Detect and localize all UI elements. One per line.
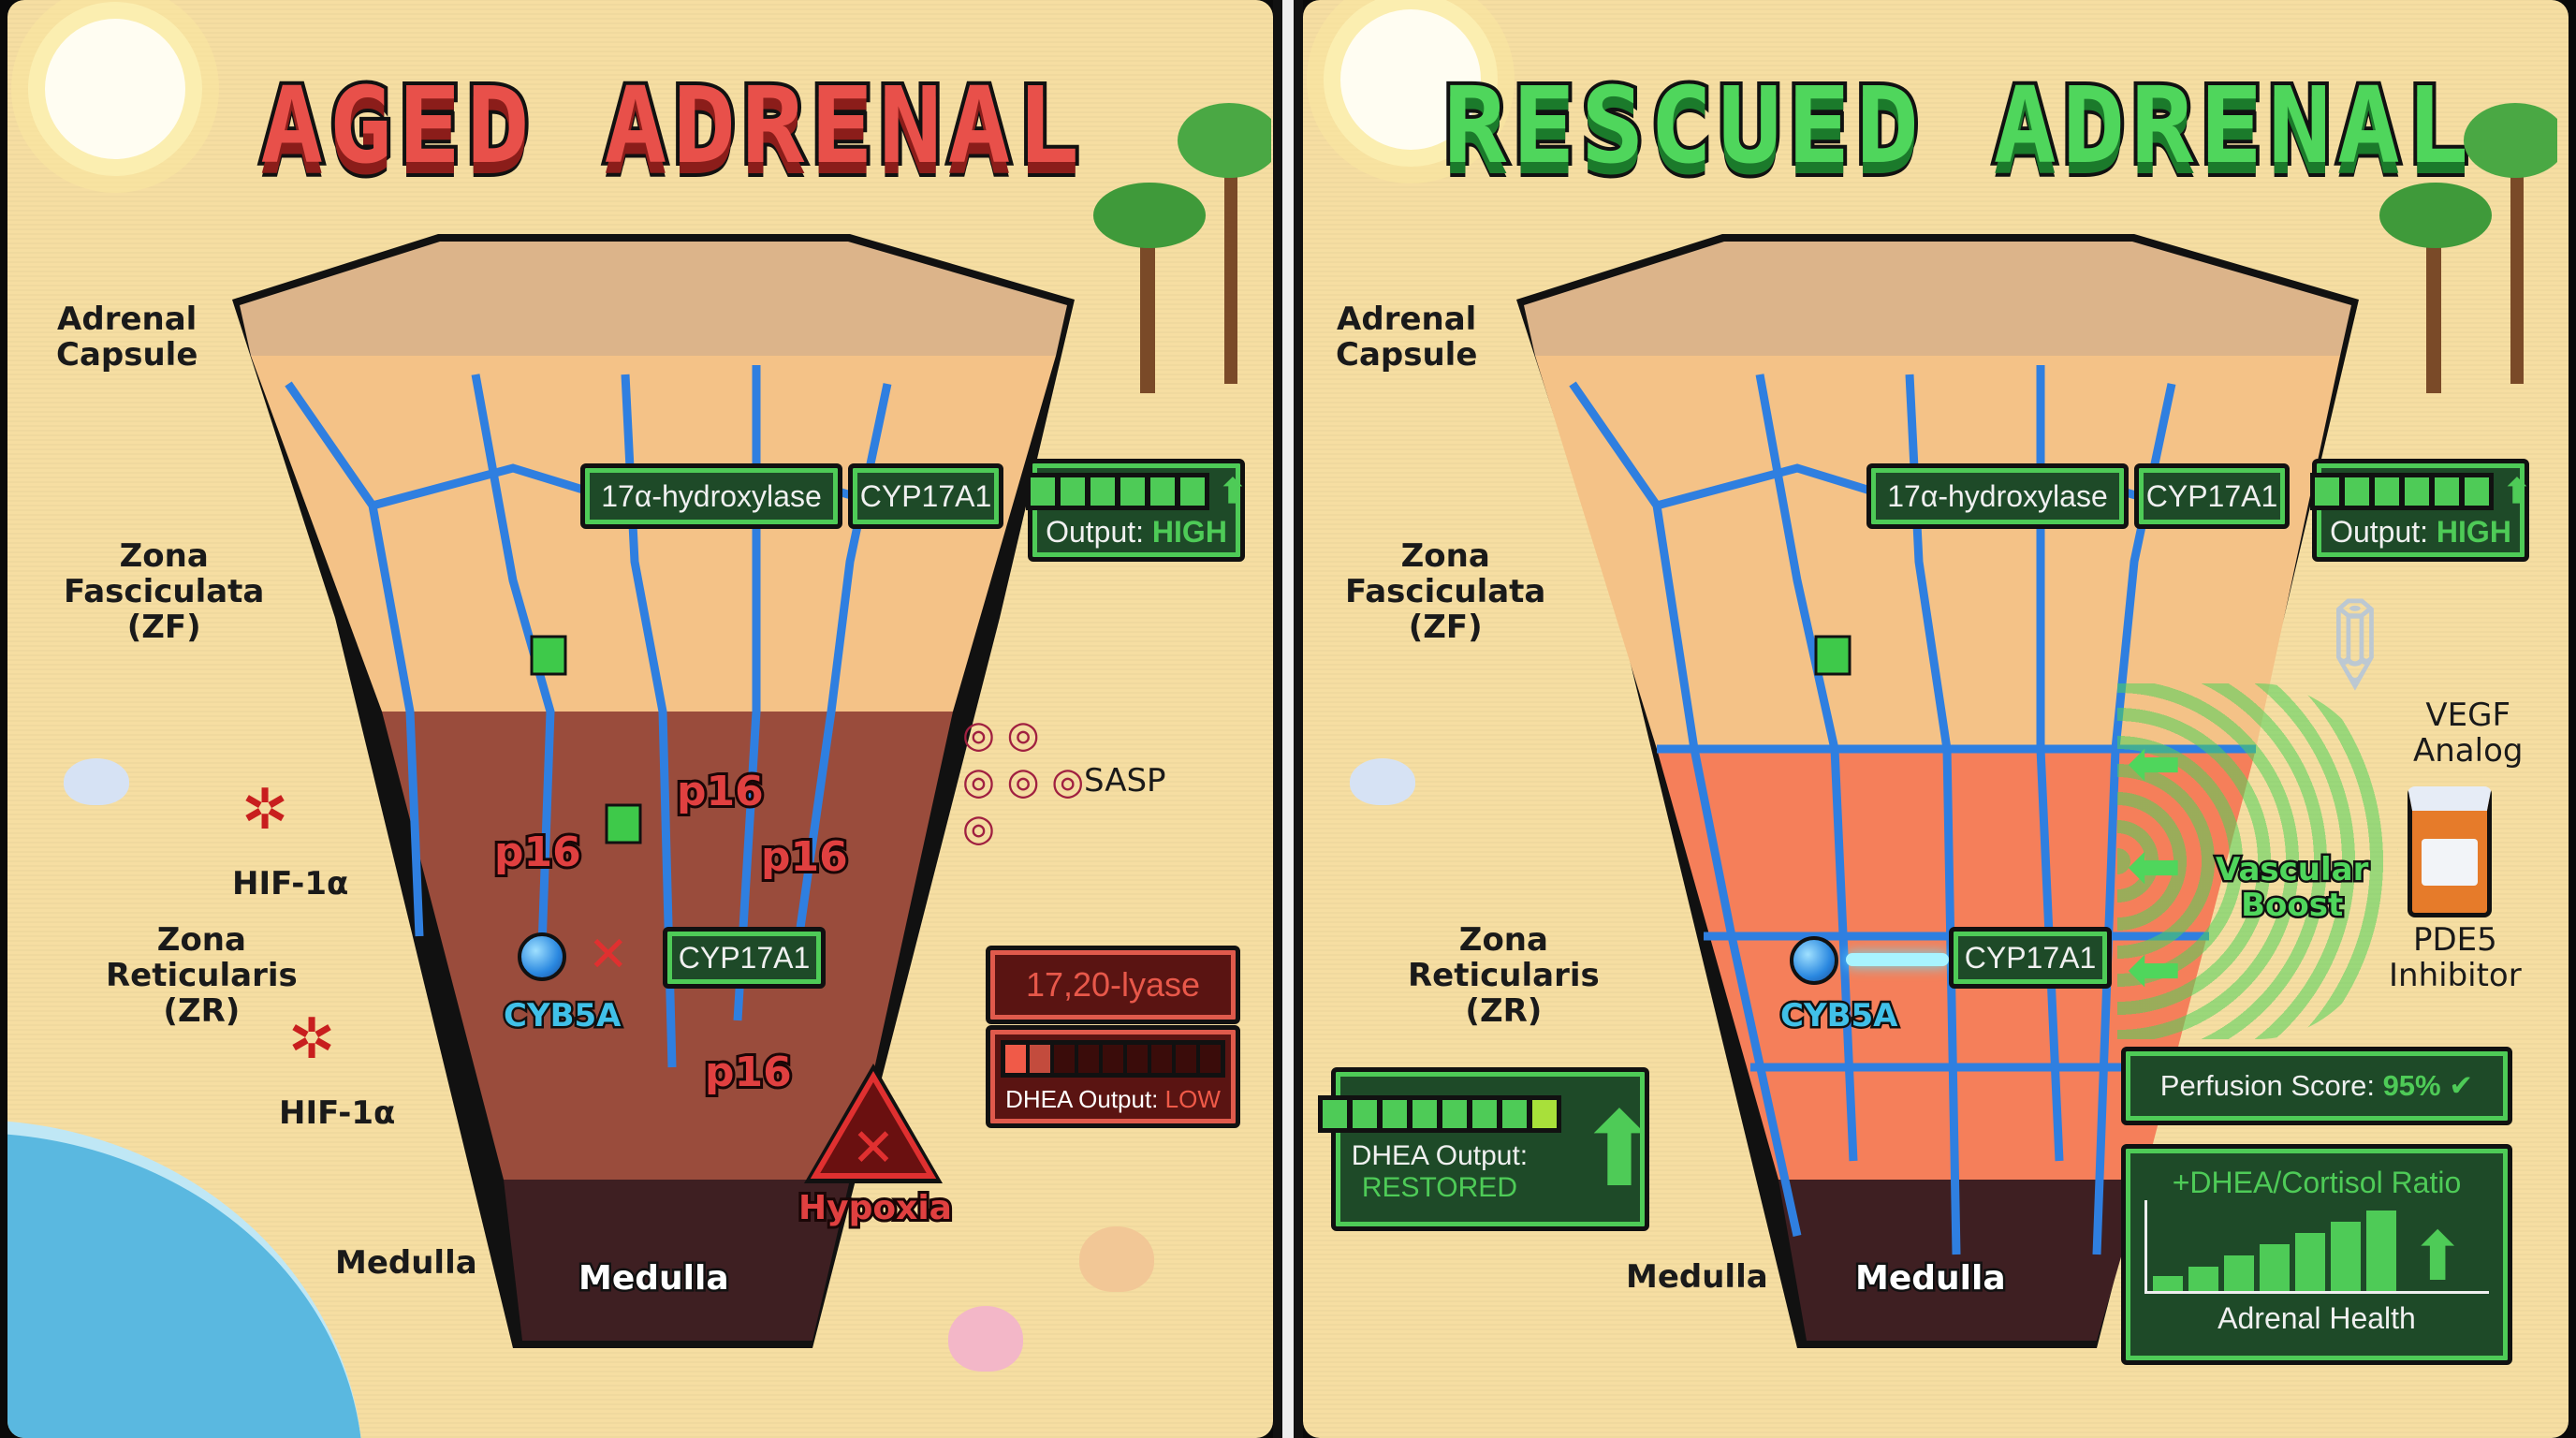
panel-divider — [1273, 0, 1303, 1438]
label-zona-reticularis: Zona Reticularis (ZR) — [106, 921, 298, 1030]
arrow-up-icon: ⬆ — [2502, 471, 2532, 510]
medulla-inner-label: Medulla — [577, 1257, 732, 1300]
aged-adrenal-panel: AGED ADRENAL Adrenal Capsule Zona Fascic… — [7, 0, 1273, 1438]
ratio-bars: ⬆ — [2144, 1200, 2489, 1294]
arrow-up-icon: ⬆ — [2409, 1220, 2466, 1295]
sun-icon — [1340, 9, 1481, 150]
zr-cyp17a1-box: CYP17A1 — [663, 927, 826, 989]
hif1a-molecule-icon: ✲ — [288, 1006, 336, 1072]
dhea-cortisol-chart: +DHEA/Cortisol Ratio ⬆ Adrenal Health — [2121, 1144, 2512, 1365]
output-high-meter: ⬆ Output: HIGH — [2309, 459, 2532, 562]
seashell-icon — [948, 1306, 1023, 1372]
palm-tree-icon — [1093, 103, 1271, 393]
cyb5a-label: CYB5A — [501, 995, 622, 1037]
lyase-box: 17,20-lyase — [986, 946, 1240, 1024]
cyb5a-protein-icon — [1790, 936, 1838, 985]
palm-tree-icon — [2379, 103, 2557, 393]
dhea-bars — [1001, 1039, 1225, 1078]
sasp-cytokines-icon: ◎ ◎◎ ◎ ◎◎ — [962, 713, 1085, 850]
checkmark-icon: ✔ — [2449, 1069, 2474, 1102]
hif1a-label-1: HIF-1α — [232, 865, 349, 902]
vascular-boost-waves — [2117, 683, 2398, 1039]
p16-marker: p16 — [674, 765, 767, 818]
dhea-restored-meter: DHEA Output:RESTORED ⬆ — [1317, 1067, 1662, 1231]
seashell-icon — [64, 758, 129, 805]
output-bars — [2309, 472, 2494, 510]
blocked-x-icon: ✕ — [588, 927, 629, 983]
inward-arrows-icon: ⬅⬅⬅ — [2127, 725, 2182, 1007]
sasp-label: SASP — [1084, 762, 1166, 800]
seashell-icon — [1079, 1226, 1154, 1292]
sun-icon — [45, 19, 185, 159]
panel-title: AGED ADRENAL — [256, 62, 1086, 191]
dhea-low-meter: DHEA Output: LOW — [986, 1025, 1240, 1128]
pde5-inhibitor-label: PDE5 Inhibitor — [2389, 921, 2522, 994]
arrow-up-icon: ⬆ — [1575, 1092, 1663, 1208]
enzyme-cyp17a1: CYP17A1 — [848, 463, 1003, 529]
enzyme-17a-hydroxylase: 17α-hydroxylase — [580, 463, 842, 529]
arrow-up-icon: ⬆ — [1218, 471, 1248, 510]
enzyme-cyp17a1: CYP17A1 — [2134, 463, 2290, 529]
perfusion-score-box: Perfusion Score: 95% ✔ — [2121, 1047, 2512, 1125]
vascular-boost-label: Vascular Boost — [2213, 850, 2370, 926]
hypoxia-label: Hypoxia — [796, 1186, 955, 1230]
medulla-inner-label: Medulla — [1853, 1257, 2009, 1300]
p16-marker: p16 — [758, 830, 851, 884]
label-zona-reticularis: Zona Reticularis (ZR) — [1408, 921, 1600, 1030]
output-high-meter: ⬆ Output: HIGH — [1025, 459, 1248, 562]
zr-cyp17a1-box: CYP17A1 — [1949, 927, 2112, 989]
rescued-adrenal-panel: RESCUED ADRENAL Adrenal Capsule Zona Fas… — [1303, 0, 2569, 1438]
label-medulla: Medulla — [335, 1244, 477, 1282]
hif1a-label-2: HIF-1α — [279, 1094, 396, 1132]
dhea-bars — [1317, 1094, 1561, 1133]
output-bars — [1025, 472, 1209, 510]
label-medulla: Medulla — [1626, 1258, 1768, 1296]
cyb5a-label: CYB5A — [1778, 995, 1899, 1037]
label-zona-fasciculata: Zona Fasciculata (ZF) — [64, 537, 265, 646]
svg-text:✕: ✕ — [852, 1118, 896, 1179]
label-zona-fasciculata: Zona Fasciculata (ZF) — [1345, 537, 1546, 646]
p16-marker: p16 — [702, 1046, 795, 1099]
seashell-icon — [1350, 758, 1415, 805]
pill-bottle-icon — [2408, 786, 2492, 917]
label-adrenal-capsule: Adrenal Capsule — [1336, 301, 1478, 374]
hif1a-molecule-icon: ✲ — [242, 777, 289, 843]
panel-title: RESCUED ADRENAL — [1440, 62, 2475, 191]
label-adrenal-capsule: Adrenal Capsule — [56, 301, 198, 374]
binding-link-icon — [1846, 953, 1949, 966]
cyb5a-protein-icon — [518, 932, 566, 981]
enzyme-17a-hydroxylase: 17α-hydroxylase — [1866, 463, 2129, 529]
p16-marker: p16 — [491, 826, 584, 879]
hypoxia-warning-icon: ✕ — [804, 1064, 943, 1183]
vegf-analog-label: VEGF Analog — [2413, 697, 2524, 770]
